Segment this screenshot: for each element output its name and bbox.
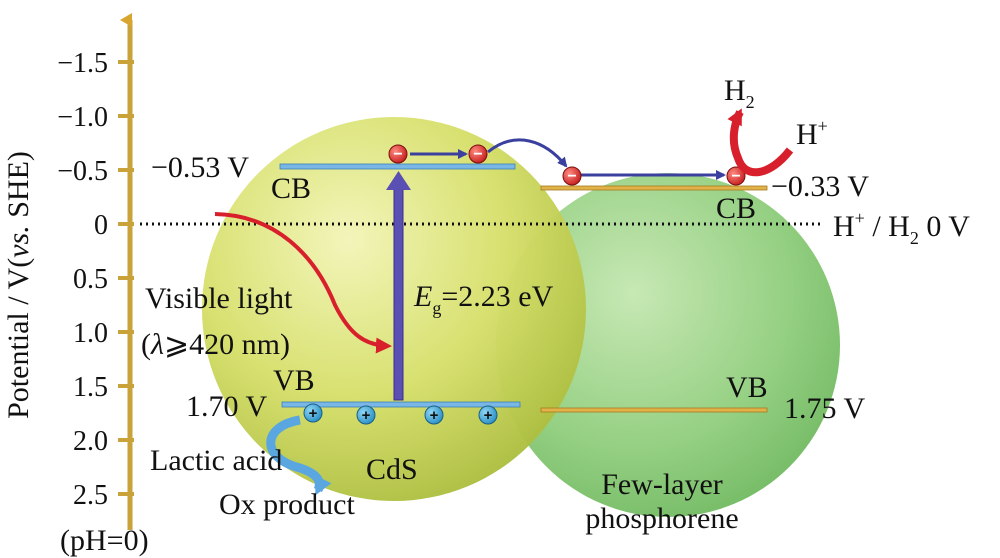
- electron-2-symbol: −: [473, 146, 482, 163]
- oxidation-arrow: [266, 415, 332, 496]
- cds-vb-label: VB: [273, 364, 315, 397]
- phosphorene-vb-potential: 1.75 V: [784, 392, 865, 425]
- axis-tick-label: 1.5: [73, 372, 108, 403]
- phosphorene-name-line2: phosphorene: [585, 502, 738, 535]
- axis-tick-label: −0.5: [57, 156, 108, 187]
- electron-transfer-arrow-interface: [487, 138, 568, 168]
- reference-line-label: H+ / H2 0 V: [833, 208, 970, 248]
- axis-tick-label: −1.5: [57, 48, 108, 79]
- phosphorene-cb-band: [540, 185, 768, 191]
- electron-1-symbol: −: [393, 146, 402, 163]
- light-label-line1: Visible light: [145, 282, 293, 315]
- phosphorene-cb-label: CB: [716, 192, 756, 225]
- light-label-line2: (λ⩾420 nm): [141, 328, 290, 361]
- axis-tick-label: 2.5: [73, 480, 108, 511]
- cds-cb-band: [279, 163, 516, 170]
- h2-evolution-arrow: [727, 108, 794, 177]
- axis-ticks: −1.5 −1.0 −0.5 0 0.5 1.0 1.5 2.0 2.5: [57, 48, 134, 511]
- electron-1: [388, 144, 408, 164]
- phosphorene-vb-label: VB: [726, 371, 768, 404]
- axis-tick-label: 1.0: [73, 318, 108, 349]
- axis-tick-label: 0: [94, 210, 108, 241]
- electron-4: [726, 166, 746, 186]
- ph-note: (pH=0): [60, 524, 149, 557]
- hole-3-symbol: +: [430, 407, 439, 424]
- lactic-acid-label: Lactic acid: [150, 444, 282, 477]
- phosphorene-name-line1: Few-layer: [601, 468, 723, 501]
- h2-product-label: H2: [724, 74, 755, 112]
- hole-2: [356, 405, 376, 425]
- hole-4: [478, 405, 498, 425]
- phosphorene-vb-band: [540, 407, 768, 413]
- cds-cb-potential: −0.53 V: [151, 151, 249, 184]
- hole-3: [424, 405, 444, 425]
- axis-tick-label: 0.5: [73, 264, 108, 295]
- cds-vb-potential: 1.70 V: [186, 390, 267, 423]
- axis-tick-label: −1.0: [57, 102, 108, 133]
- hole-4-symbol: +: [484, 407, 493, 424]
- electron-4-symbol: −: [731, 168, 740, 185]
- cds-vb-band: [281, 401, 521, 408]
- bandgap-arrow-shaft: [393, 185, 404, 401]
- electron-2: [468, 144, 488, 164]
- hole-1: [303, 403, 323, 423]
- ox-product-label: Ox product: [219, 488, 355, 521]
- electron-3-symbol: −: [567, 168, 576, 185]
- bandgap-arrow-head: [386, 171, 411, 190]
- cds-cb-label: CB: [271, 172, 311, 205]
- cds-name-label: CdS: [366, 453, 418, 486]
- light-arrow: [214, 212, 392, 354]
- phosphorene-sphere: [496, 173, 840, 517]
- axis-title: Potential / V(vs. SHE): [2, 151, 35, 419]
- electron-3: [562, 166, 582, 186]
- electrons: − − − −: [388, 144, 746, 186]
- hole-1-symbol: +: [309, 405, 318, 422]
- h-plus-reactant-label: H+: [796, 116, 828, 151]
- hole-2-symbol: +: [362, 407, 371, 424]
- phosphorene-cb-potential: −0.33 V: [771, 170, 869, 203]
- bandgap-label: Eg=2.23 eV: [413, 280, 554, 318]
- axis-tick-label: 2.0: [73, 426, 108, 457]
- holes: + + + +: [303, 403, 498, 425]
